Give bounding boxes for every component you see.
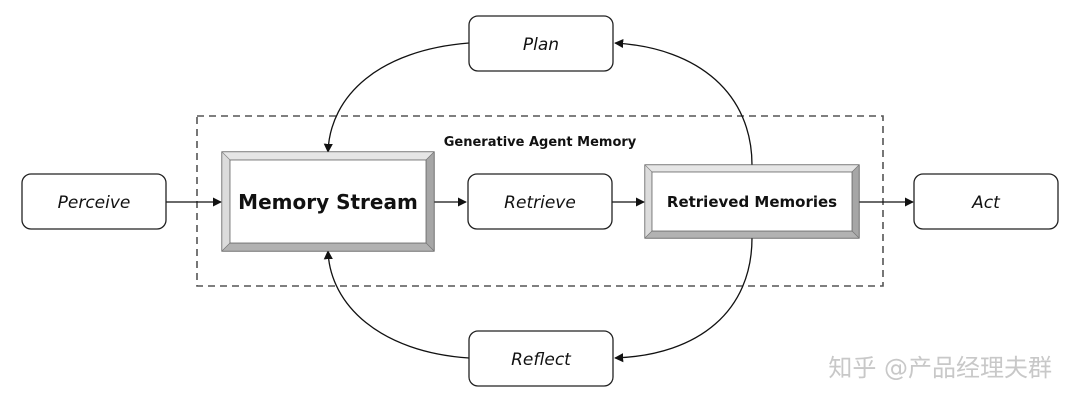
retrieve-node: Retrieve xyxy=(467,173,613,230)
reflect-node: Reflect xyxy=(468,330,614,387)
watermark-text: 知乎 @产品经理夫群 xyxy=(828,354,1052,382)
edge-plan-to-memory-stream xyxy=(323,42,470,153)
reflect-label: Reflect xyxy=(511,350,572,370)
group-label: Generative Agent Memory xyxy=(444,135,637,150)
generative-agent-memory-group: Generative Agent Memory xyxy=(196,115,884,287)
perceive-node: Perceive xyxy=(21,173,167,230)
edge-retrieved-memories-to-plan xyxy=(614,38,753,166)
retrieved-memories-node: Retrieved Memories xyxy=(644,164,860,239)
plan-node: Plan xyxy=(468,15,614,72)
perceive-label: Perceive xyxy=(58,193,131,213)
act-node: Act xyxy=(913,173,1059,230)
retrieve-label: Retrieve xyxy=(504,193,576,213)
retrieved-memories-label: Retrieved Memories xyxy=(667,193,837,211)
memory-stream-node: Memory Stream xyxy=(221,151,435,252)
edge-reflect-to-memory-stream xyxy=(323,250,470,359)
edges xyxy=(166,38,914,363)
memory-stream-label: Memory Stream xyxy=(238,190,418,214)
edge-retrieved-memories-to-reflect xyxy=(614,237,753,363)
act-label: Act xyxy=(971,193,1001,213)
plan-label: Plan xyxy=(523,35,559,55)
